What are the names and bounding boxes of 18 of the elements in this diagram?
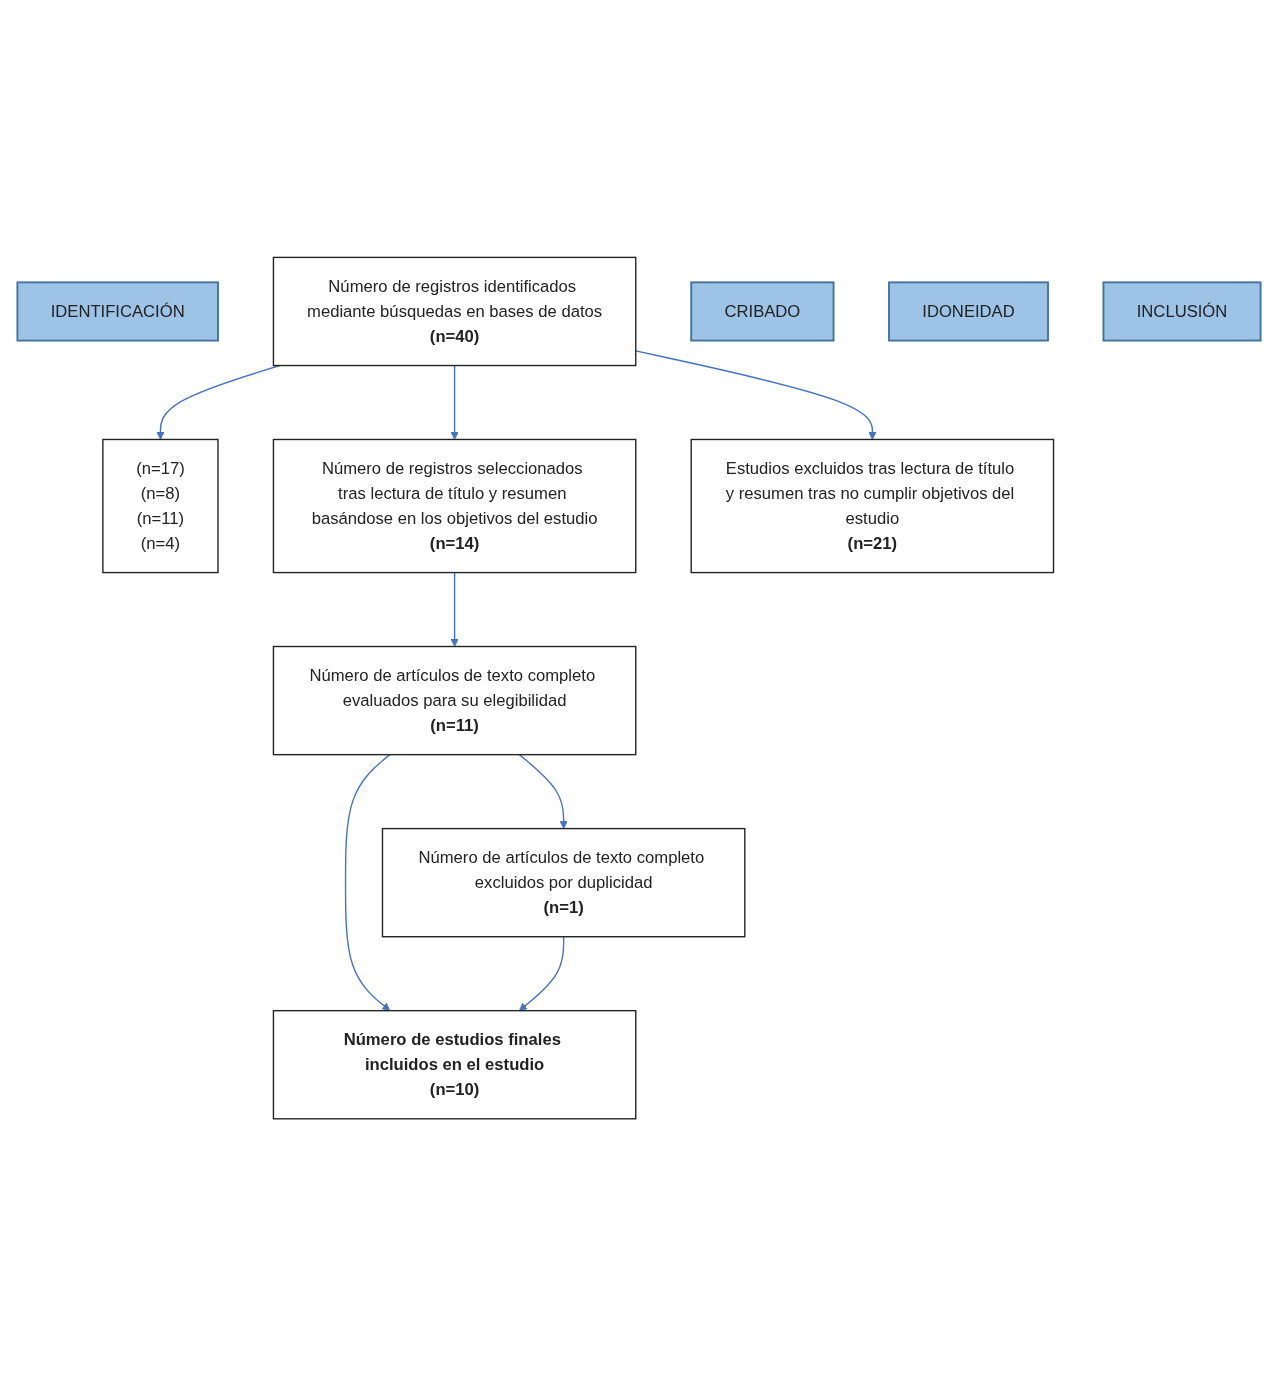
arrow bbox=[450, 365, 459, 441]
node-box: Número de artículos de texto completo excluidos por duplicidad (n=1) bbox=[381, 828, 746, 938]
arrow bbox=[450, 572, 459, 648]
node-box: (n=17) (n=8) (n=11) (n=4) bbox=[102, 439, 219, 574]
node-box: CRIBADO bbox=[690, 281, 835, 342]
node-box: INCLUSIÓN bbox=[1102, 281, 1262, 342]
node-box: IDENTIFICACIÓN bbox=[16, 281, 219, 342]
arrow bbox=[518, 754, 568, 830]
node-box: Número de registros identificados mediante búsquedas en bases de datos (n=40) bbox=[272, 257, 637, 367]
node-box: Número de registros seleccionados tras lectura de título y resumen basándose en los objetivos del estudio (n=14) bbox=[272, 439, 637, 574]
arrow bbox=[156, 365, 281, 441]
node-box: Estudios excluidos tras lectura de título y resumen tras no cumplir objetivos del estudio (n=21) bbox=[690, 439, 1055, 574]
arrow bbox=[635, 350, 877, 441]
arrow bbox=[344, 754, 391, 1012]
node-box: Número de estudios finales incluidos en el estudio (n=10) bbox=[272, 1010, 637, 1120]
node-box: IDONEIDAD bbox=[888, 281, 1049, 342]
node-box: Número de artículos de texto completo evaluados para su elegibilidad (n=11) bbox=[272, 646, 637, 756]
arrow bbox=[519, 936, 565, 1012]
